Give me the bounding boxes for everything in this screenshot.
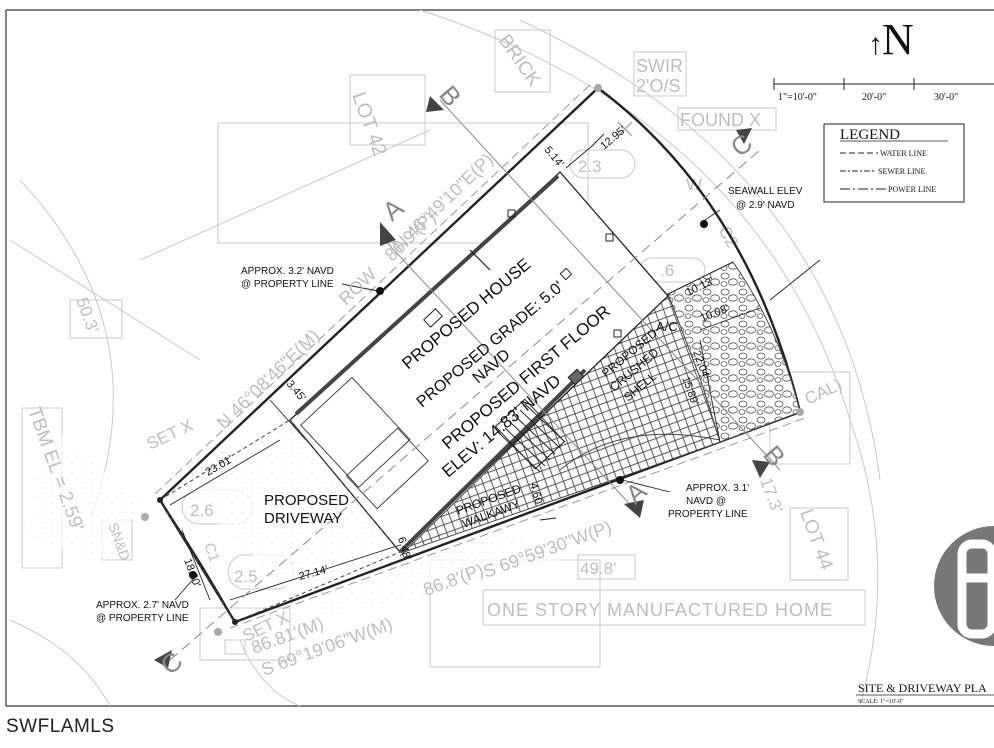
note-3-2-line1: APPROX. 3.2' NAVD [241, 266, 334, 277]
section-b-arrow-top [426, 96, 444, 112]
section-a-arrow-bottom [624, 500, 644, 518]
brick-label: BRICK [494, 31, 545, 91]
note-3-1-line1: APPROX. 3.1' [686, 483, 749, 494]
legend-title: LEGEND [840, 127, 900, 143]
ac-label: A/C [656, 319, 678, 334]
note-2-7-line2: @ PROPERTY LINE [96, 613, 189, 624]
section-a-arrow-top [380, 222, 396, 246]
section-lines [154, 96, 781, 668]
c1-label: C1 [200, 541, 223, 565]
cal-label: CAL) [802, 375, 845, 409]
elev-6-label: .6 [660, 261, 674, 280]
c2-label: C2 [715, 223, 742, 251]
north-letter: N [882, 15, 914, 64]
driveway-label: DRIVEWAY [264, 510, 342, 527]
elev-26-label: 2.6 [190, 501, 214, 520]
note-leaders [174, 209, 721, 601]
set-x-label-top: SET X [144, 416, 196, 454]
elev-23-label: 2.3 [578, 157, 602, 176]
dim-12-95: 12.95' [598, 124, 628, 152]
lot-42-label: LOT 42 [347, 89, 390, 159]
title-block: SITE & DRIVEWAY PLA SCALE: 1"=10'-0" [856, 681, 994, 705]
dim-4-60: 4.60' [527, 482, 545, 508]
sheet-scale: SCALE: 1"=10'-0" [858, 699, 904, 705]
section-c-top: C [725, 128, 759, 163]
section-a-top: A [377, 192, 410, 227]
lot-44-label: LOT 44 [795, 507, 836, 574]
elev-173-label: 17.3' [756, 475, 786, 516]
scale-bar: 1"=10'-0" 20'-0" 30'-0" [773, 78, 994, 103]
legend-water-label: WATER LINE [880, 149, 927, 158]
watermark-text: SWFLAMLS [6, 716, 115, 737]
manufactured-home-label: ONE STORY MANUFACTURED HOME [487, 600, 833, 620]
note-3-1-line2: NAVD @ [686, 496, 726, 507]
elev-25-label: 2.5 [234, 567, 258, 586]
section-b-arrow-bottom [752, 460, 770, 478]
driveway-area [159, 419, 401, 623]
walkway-curve-line [559, 433, 721, 471]
dim-3-45: 3.45' [284, 378, 308, 404]
corner-logo-icon [934, 526, 994, 646]
note-3-1-line3: PROPERTY LINE [668, 509, 748, 520]
note-2-7-line1: APPROX. 2.7' NAVD [96, 600, 189, 611]
scale-bar-label-2: 20'-0" [862, 92, 886, 103]
note-3-2-line2: @ PROPERTY LINE [241, 279, 334, 290]
swir-offset-label: 2'O/S [636, 76, 680, 96]
section-c-arrow-bottom [154, 650, 172, 668]
dimension-lines [169, 133, 821, 601]
legend: LEGEND WATER LINE SEWER LINE POWER LINE [823, 123, 965, 203]
scale-bar-label-1: 1"=10'-0" [778, 92, 817, 103]
elev-498-label: 49.8' [580, 559, 616, 578]
legend-power-label: POWER LINE [888, 185, 936, 194]
section-c-bottom: C [155, 646, 189, 681]
elev-503-label: 50.3' [72, 295, 102, 336]
north-arrow: ↑ N [868, 15, 914, 64]
found-x-label: FOUND X [680, 110, 761, 130]
dim-5-14: 5.14' [542, 144, 566, 170]
section-c-arrow-top [736, 128, 752, 144]
scale-bar-label-3: 30'-0" [934, 92, 958, 103]
legend-sewer-label: SEWER LINE [878, 167, 925, 176]
proposed-driveway-label: PROPOSED [264, 492, 349, 509]
sheet-title: SITE & DRIVEWAY PLA [858, 681, 987, 695]
seawall-note-line1: SEAWALL ELEV [728, 186, 803, 197]
background-layer [9, 9, 881, 707]
bearing-north-plat: N 46°49'10"E(P) [389, 149, 497, 254]
dim-6-48: 6.48' [395, 536, 413, 562]
swir-label: SWIR [636, 56, 683, 76]
seawall-note-line2: @ 2.9' NAVD [736, 200, 795, 211]
north-arrow-icon: ↑ [868, 28, 883, 61]
bearing-row: ROW [335, 264, 381, 309]
